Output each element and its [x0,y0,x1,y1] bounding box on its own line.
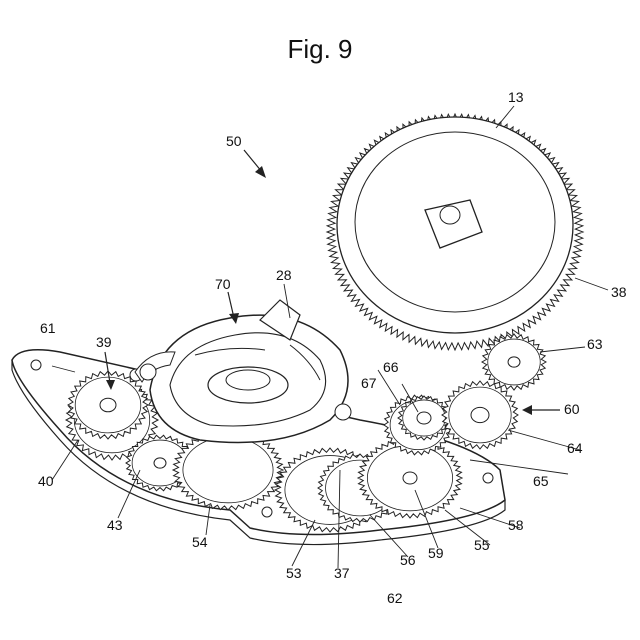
plate-screw [483,473,493,483]
label-67: 67 [361,376,377,390]
label-38: 38 [611,285,627,299]
label-58: 58 [508,518,524,532]
arrow-50 [244,150,266,178]
label-43: 43 [107,518,123,532]
gear-66 [398,396,450,440]
label-39: 39 [96,335,112,349]
plate-screw [262,507,272,517]
label-60: 60 [564,402,580,416]
barrel-arbor-hub [440,206,460,224]
label-40: 40 [38,474,54,488]
label-37: 37 [334,566,350,580]
tourbillon-cage [135,300,351,443]
label-62: 62 [387,591,403,605]
label-65: 65 [533,474,549,488]
gear-64 [442,381,518,449]
plate-screw [31,360,41,370]
arrow-60 [522,405,560,415]
label-61: 61 [40,321,56,335]
label-55: 55 [474,538,490,552]
label-66: 66 [383,360,399,374]
label-50: 50 [226,134,242,148]
label-13: 13 [508,90,524,104]
label-59: 59 [428,546,444,560]
label-54: 54 [192,535,208,549]
label-70: 70 [215,277,231,291]
gear-63 [482,334,546,390]
label-28: 28 [276,268,292,282]
label-53: 53 [286,566,302,580]
label-63: 63 [587,337,603,351]
label-64: 64 [567,441,583,455]
label-56: 56 [400,553,416,567]
